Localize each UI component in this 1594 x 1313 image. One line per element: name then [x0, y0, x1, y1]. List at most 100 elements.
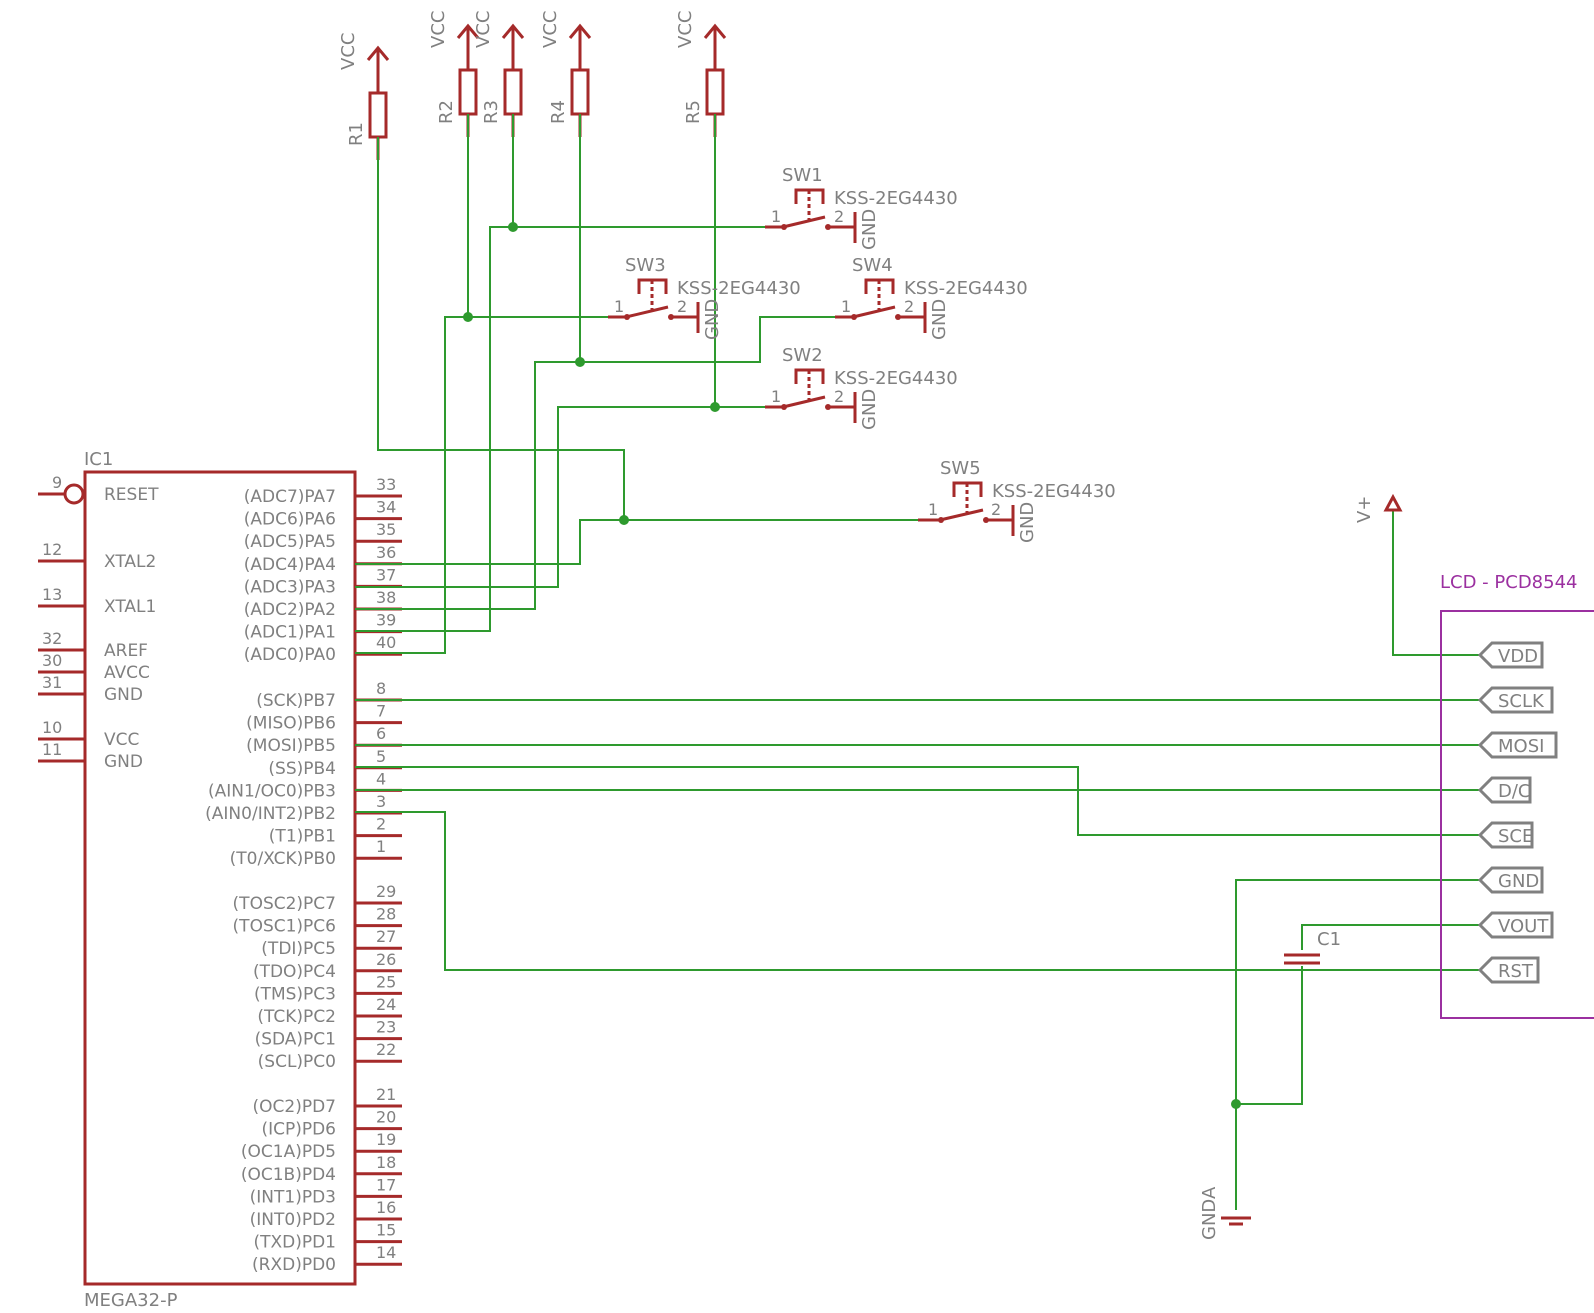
switch-sw3: SW3 KSS-2EG4430 1 2 GND [608, 255, 801, 340]
switch-sw2: SW2 KSS-2EG4430 1 2 GND [765, 345, 958, 430]
supply-label: VCC [675, 11, 696, 48]
lcd-title: LCD - PCD8544 [1440, 572, 1578, 593]
ic-right-pin-num: 34 [376, 498, 396, 517]
vplus-supply: V+ [1354, 493, 1403, 523]
ic-right-pin-label: (ADC4)PA4 [244, 555, 336, 575]
switch-name: SW1 [782, 165, 823, 186]
switch-value: KSS-2EG4430 [904, 278, 1028, 299]
switch-value: KSS-2EG4430 [834, 188, 958, 209]
ic-right-pin-num: 19 [376, 1130, 396, 1149]
ic-left-pin-num: 9 [52, 473, 62, 492]
ic-right-pin-label: (ADC2)PA2 [244, 600, 336, 620]
supply-label: VCC [428, 11, 449, 48]
ic-left-pin-num: 31 [42, 673, 62, 692]
ic-right-pin-num: 23 [376, 1018, 396, 1037]
supply-label: VCC [338, 33, 359, 70]
resistor-name: R1 [346, 122, 367, 146]
ic-left-pin-num: 32 [42, 629, 62, 648]
switch-pin2: 2 [677, 297, 687, 316]
ic-right-pin-num: 35 [376, 520, 396, 539]
ic-right-pin-label: (INT0)PD2 [250, 1210, 336, 1230]
ic-right-pin-num: 36 [376, 543, 396, 562]
ic-right-pin-num: 14 [376, 1243, 396, 1262]
lcd-port-shape [1477, 956, 1540, 984]
ic-right-pin-label: (TOSC1)PC6 [233, 917, 336, 937]
ic-right-pin-num: 20 [376, 1108, 396, 1127]
ic-right-pin-label: (RXD)PD0 [252, 1255, 336, 1275]
ic-left-pin-label: AREF [104, 641, 148, 661]
ic-left-pin-num: 13 [42, 585, 62, 604]
ic-right-pin-num: 24 [376, 995, 396, 1014]
ic-right-pin-label: (TXD)PD1 [253, 1233, 336, 1253]
ic-right-pin-label: (AIN0/INT2)PB2 [205, 804, 336, 824]
ic-right-pin-num: 39 [376, 611, 396, 630]
ic-right-pin-label: (MISO)PB6 [246, 714, 336, 734]
switch-sw5: SW5 KSS-2EG4430 1 2 GND [918, 458, 1116, 543]
ic-right-pin-num: 27 [376, 927, 396, 946]
reset-inversion-bubble [63, 483, 85, 505]
lcd-port-shape [1477, 866, 1544, 894]
ic-right-pin-label: (ADC0)PA0 [244, 645, 336, 665]
ic-right-pin-label: (TMS)PC3 [254, 984, 336, 1004]
supply-label: VCC [540, 11, 561, 48]
ic-right-pin-label: (T1)PB1 [269, 827, 336, 847]
gnd-label: GND [859, 389, 880, 430]
switch-pin1: 1 [771, 207, 781, 226]
lcd-port-label: VDD [1498, 646, 1538, 667]
ic-left-pin-label: VCC [104, 730, 139, 750]
gnd-label: GND [859, 209, 880, 250]
lcd-module: LCD - PCD8544 VDDSCLKMOSID/CSCEGNDVOUTRS… [1440, 572, 1594, 1019]
resistor-name: R4 [548, 100, 569, 124]
switch-name: SW2 [782, 345, 823, 366]
lcd-port-label: GND [1498, 871, 1539, 892]
ic-right-pin-num: 37 [376, 565, 396, 584]
lcd-port-shape [1477, 911, 1554, 939]
ic1-body [83, 470, 357, 1286]
resistor-name: R2 [436, 100, 457, 124]
lcd-port-shape [1477, 776, 1532, 804]
lcd-port-label: SCE [1498, 826, 1533, 847]
lcd-port-label: SCLK [1498, 691, 1545, 712]
lcd-frame [1440, 610, 1594, 1019]
ic-right-pin-label: (SCL)PC0 [258, 1052, 336, 1072]
gnd-label: GND [929, 299, 950, 340]
ic-right-pin-num: 15 [376, 1221, 396, 1240]
ic-left-pin-num: 10 [42, 718, 62, 737]
ic-left-pin-num: 11 [42, 740, 62, 759]
ic-right-pin-label: (ADC1)PA1 [244, 623, 336, 643]
ic-right-pin-label: (OC1A)PD5 [241, 1142, 336, 1162]
switch-sw4: SW4 KSS-2EG4430 1 2 GND [835, 255, 1028, 340]
resistor-r2: VCC R2 [428, 11, 480, 137]
ic-right-pin-num: 38 [376, 588, 396, 607]
lcd-port-shape [1477, 731, 1558, 759]
ic-right-pin-num: 7 [376, 702, 386, 721]
switch-name: SW5 [940, 458, 981, 479]
vplus-triangle-icon [1383, 493, 1403, 512]
ic-right-pin-label: (TDO)PC4 [253, 962, 336, 982]
lcd-port-shape [1477, 821, 1534, 849]
resistor-r5: VCC R5 [675, 11, 727, 137]
ic-right-pin-num: 3 [376, 792, 386, 811]
lcd-port-shape [1477, 686, 1554, 714]
ic-left-pin-num: 12 [42, 540, 62, 559]
ic-right-pin-num: 1 [376, 837, 386, 856]
vplus-label: V+ [1354, 496, 1375, 523]
gnda-symbol: GNDA [1199, 1186, 1251, 1240]
ic-left-pin-label: GND [104, 685, 143, 705]
resistor-r1: VCC R1 [338, 33, 390, 160]
lcd-port-label: RST [1498, 961, 1534, 982]
wires [355, 114, 1480, 1210]
ic-right-pin-label: (OC2)PD7 [253, 1097, 337, 1117]
ic-right-pin-label: (SS)PB4 [268, 759, 336, 779]
switch-value: KSS-2EG4430 [677, 278, 801, 299]
ic-right-pin-label: (ADC6)PA6 [244, 510, 336, 530]
gnd-label: GND [1017, 502, 1038, 543]
ic-right-pin-num: 16 [376, 1198, 396, 1217]
ic-right-pin-label: (SCK)PB7 [256, 691, 336, 711]
ic-right-pin-num: 17 [376, 1175, 396, 1194]
ic-right-pin-label: (ADC5)PA5 [244, 532, 336, 552]
ic-right-pin-num: 4 [376, 769, 386, 788]
gnda-label: GNDA [1199, 1186, 1220, 1240]
